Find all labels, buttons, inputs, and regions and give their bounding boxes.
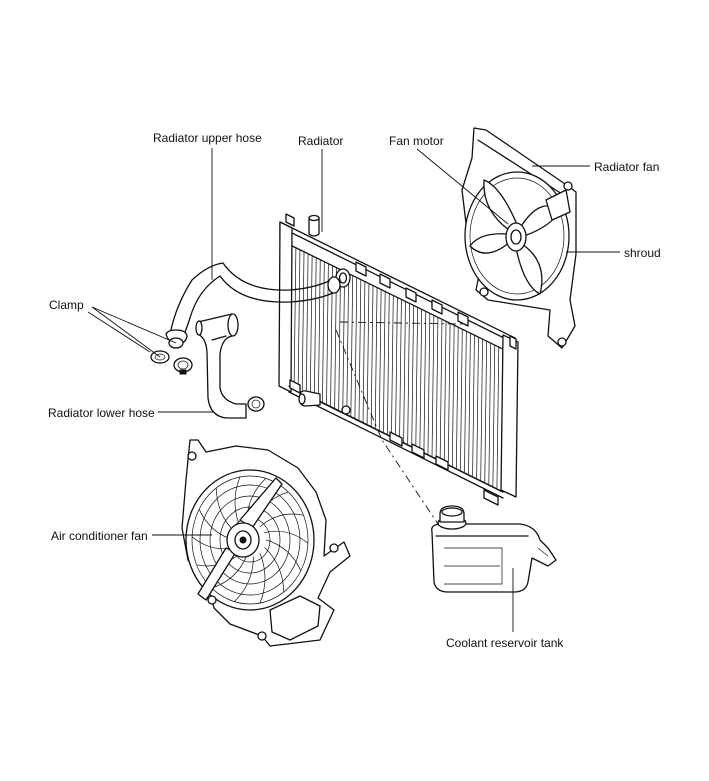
label-radiator-upper-hose: Radiator upper hose [153, 131, 262, 145]
label-air-conditioner-fan: Air conditioner fan [51, 529, 148, 543]
radiator-fan [461, 127, 577, 349]
label-coolant-reservoir-tank: Coolant reservoir tank [446, 636, 564, 650]
leader-lines [87, 148, 620, 632]
radiator [278, 213, 519, 506]
label-shroud: shroud [624, 246, 661, 260]
label-radiator-lower-hose: Radiator lower hose [48, 406, 155, 420]
label-radiator: Radiator [298, 134, 344, 148]
label-clamp: Clamp [49, 298, 84, 312]
air-conditioner-fan [181, 439, 351, 647]
radiator-lower-hose [195, 313, 247, 419]
label-fan-motor: Fan motor [389, 134, 444, 148]
coolant-reservoir-tank [431, 505, 557, 593]
label-radiator-fan: Radiator fan [594, 160, 660, 174]
